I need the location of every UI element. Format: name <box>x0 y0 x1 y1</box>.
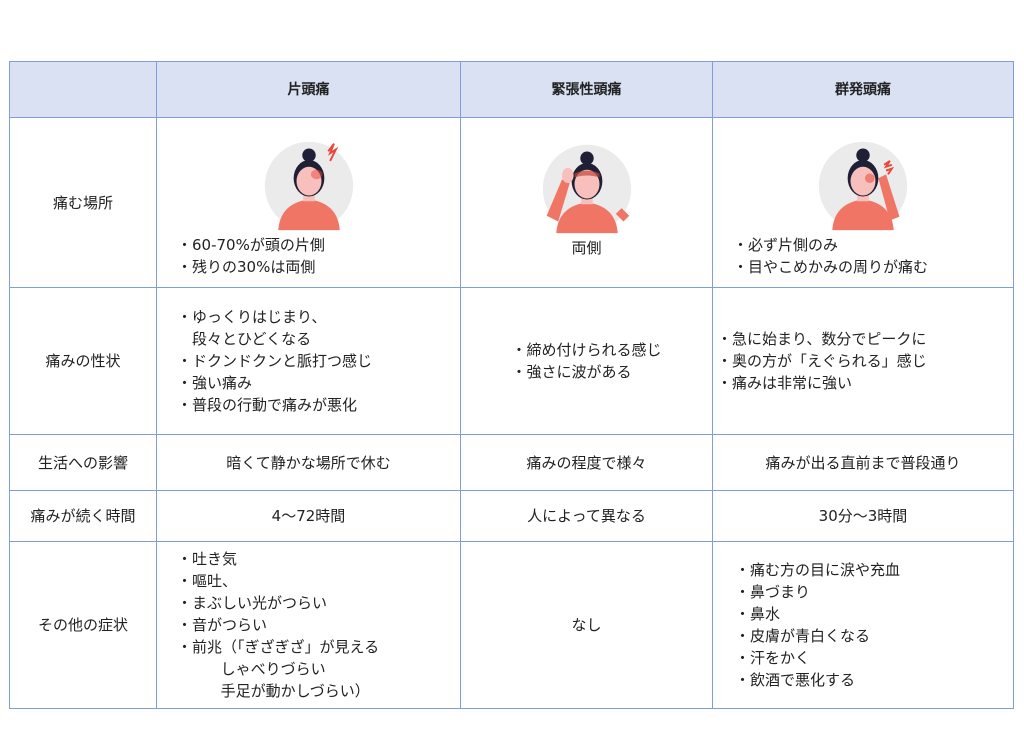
woman-eye-pain-icon <box>818 141 908 230</box>
cell-duration-tension: 人によって異なる <box>460 490 713 542</box>
list-item: 強い痛み <box>177 372 372 394</box>
list-item: 嘔吐、 <box>177 570 379 592</box>
row-duration: 痛みが続く時間 4〜72時間 人によって異なる 30分〜3時間 <box>9 490 1014 542</box>
location-migraine-list: 60-70%が頭の片側 残りの30%は両側 <box>157 234 460 278</box>
cell-duration-cluster: 30分〜3時間 <box>712 490 1014 542</box>
list-item: 普段の行動で痛みが悪化 <box>177 394 372 416</box>
row-impact: 生活への影響 暗くて静かな場所で休む 痛みの程度で様々 痛みが出る直前まで普段通… <box>9 434 1014 491</box>
list-item: 音がつらい <box>177 614 379 636</box>
list-item: 60-70%が頭の片側 <box>177 234 460 256</box>
cell-other-cluster: 痛む方の目に涙や充血 鼻づまり 鼻水 皮膚が青白くなる 汗をかく 飲酒で悪化する <box>712 541 1014 709</box>
cell-impact-cluster: 痛みが出る直前まで普段通り <box>712 434 1014 491</box>
header-corner <box>9 61 157 118</box>
list-item-continued: 段々とひどくなる <box>192 330 312 348</box>
row-label-character: 痛みの性状 <box>9 287 157 435</box>
location-cluster-list: 必ず片側のみ 目やこめかみの周りが痛む <box>713 234 1013 278</box>
cell-character-cluster: 急に始まり、数分でピークに 奥の方が「えぐられる」感じ 痛みは非常に強い <box>712 287 1014 435</box>
list-item: 飲酒で悪化する <box>735 669 900 691</box>
list-item-continued: しゃべりづらい <box>192 660 326 678</box>
list-item: 汗をかく <box>735 647 900 669</box>
cell-location-migraine: 60-70%が頭の片側 残りの30%は両側 <box>156 117 461 288</box>
woman-holding-forehead-icon <box>542 144 631 233</box>
cell-character-migraine: ゆっくりはじまり、 段々とひどくなる ドクンドクンと脈打つ感じ 強い痛み 普段の… <box>156 287 461 435</box>
cell-impact-tension: 痛みの程度で様々 <box>460 434 713 491</box>
other-cluster-list: 痛む方の目に涙や充血 鼻づまり 鼻水 皮膚が青白くなる 汗をかく 飲酒で悪化する <box>735 559 900 691</box>
row-label-impact: 生活への影響 <box>9 434 157 491</box>
row-label-other: その他の症状 <box>9 541 157 709</box>
list-item: 奥の方が「えぐられる」感じ <box>717 350 927 372</box>
list-item: 締め付けられる感じ <box>511 339 662 361</box>
cell-character-tension: 締め付けられる感じ 強さに波がある <box>460 287 713 435</box>
list-item: 吐き気 <box>177 548 379 570</box>
character-cluster-list: 急に始まり、数分でピークに 奥の方が「えぐられる」感じ 痛みは非常に強い <box>717 328 927 394</box>
list-item: 必ず片側のみ <box>733 234 1013 256</box>
row-location: 痛む場所 60-70%が頭の片側 残りの30%は両側 <box>9 117 1014 288</box>
cell-other-migraine: 吐き気 嘔吐、 まぶしい光がつらい 音がつらい 前兆（「ぎざぎざ」が見える しゃ… <box>156 541 461 709</box>
headache-comparison-table: 片頭痛 緊張性頭痛 群発頭痛 痛む場所 60-70%が頭の片 <box>9 61 1014 709</box>
woman-one-sided-headache-icon <box>264 141 353 230</box>
row-character: 痛みの性状 ゆっくりはじまり、 段々とひどくなる ドクンドクンと脈打つ感じ 強い… <box>9 287 1014 435</box>
cell-impact-migraine: 暗くて静かな場所で休む <box>156 434 461 491</box>
list-item: 皮膚が青白くなる <box>735 625 900 647</box>
row-other: その他の症状 吐き気 嘔吐、 まぶしい光がつらい 音がつらい 前兆（「ぎざぎざ」… <box>9 541 1014 709</box>
cell-location-cluster: 必ず片側のみ 目やこめかみの周りが痛む <box>712 117 1014 288</box>
list-item: まぶしい光がつらい <box>177 592 379 614</box>
list-item: 残りの30%は両側 <box>177 256 460 278</box>
list-item: 痛む方の目に涙や充血 <box>735 559 900 581</box>
list-item: ドクンドクンと脈打つ感じ <box>177 350 372 372</box>
list-item: 強さに波がある <box>511 361 661 383</box>
character-migraine-list: ゆっくりはじまり、 段々とひどくなる ドクンドクンと脈打つ感じ 強い痛み 普段の… <box>177 306 372 416</box>
list-item: 鼻水 <box>735 603 900 625</box>
list-item: ゆっくりはじまり、 <box>177 306 372 328</box>
row-label-duration: 痛みが続く時間 <box>9 490 157 542</box>
header-cluster: 群発頭痛 <box>712 61 1014 118</box>
cell-location-tension: 両側 <box>460 117 713 288</box>
list-item: 鼻づまり <box>735 581 900 603</box>
header-migraine: 片頭痛 <box>156 61 461 118</box>
list-item: 痛みは非常に強い <box>717 372 927 394</box>
other-migraine-list: 吐き気 嘔吐、 まぶしい光がつらい 音がつらい 前兆（「ぎざぎざ」が見える しゃ… <box>177 548 379 702</box>
location-tension-text: 両側 <box>571 238 602 257</box>
header-row: 片頭痛 緊張性頭痛 群発頭痛 <box>9 61 1014 118</box>
cell-duration-migraine: 4〜72時間 <box>156 490 461 542</box>
list-item-continued: 手足が動かしづらい） <box>192 682 370 700</box>
cell-other-tension: なし <box>460 541 713 709</box>
list-item: 前兆（「ぎざぎざ」が見える <box>177 636 379 658</box>
header-tension: 緊張性頭痛 <box>460 61 713 118</box>
list-item: 目やこめかみの周りが痛む <box>733 256 1013 278</box>
row-label-location: 痛む場所 <box>9 117 157 288</box>
character-tension-list: 締め付けられる感じ 強さに波がある <box>511 339 662 383</box>
list-item: 急に始まり、数分でピークに <box>717 328 927 350</box>
